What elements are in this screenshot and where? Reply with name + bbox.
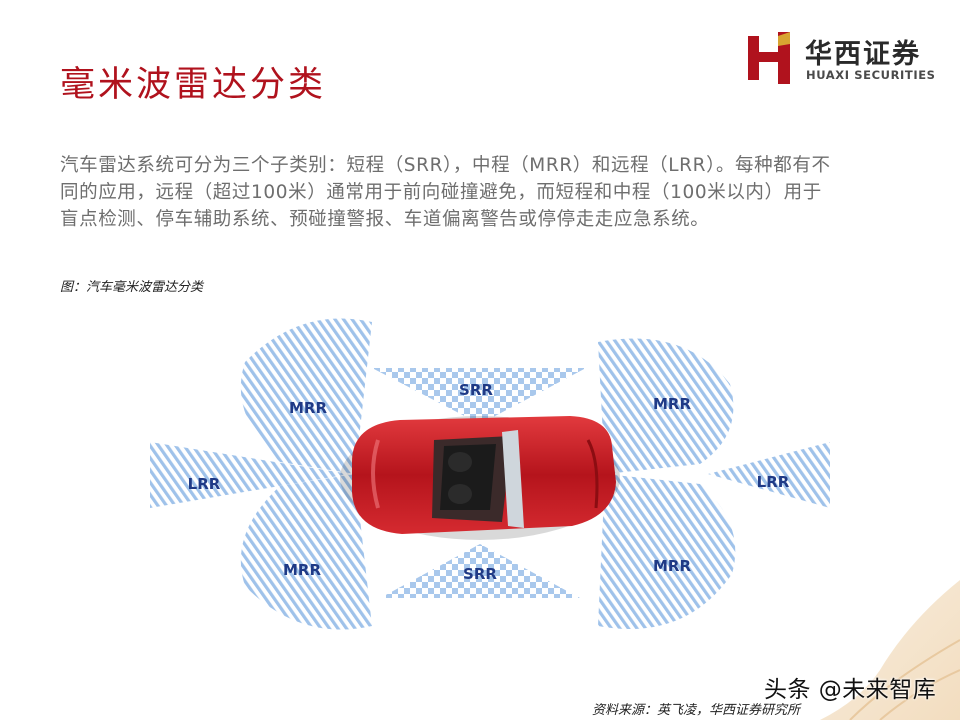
- mrr-zone-bottom-right: [598, 474, 736, 630]
- intro-paragraph: 汽车雷达系统可分为三个子类别：短程（SRR），中程（MRR）和远程（LRR）。每…: [60, 152, 910, 233]
- mrr-zone-bottom-left: [240, 474, 372, 630]
- lrr-label: LRR: [187, 475, 221, 493]
- huaxi-logo-icon: [748, 32, 790, 84]
- radar-zone-diagram: MRR MRR MRR MRR LRR LRR SRR SRR: [140, 312, 840, 630]
- lrr-zone-right: [708, 442, 830, 508]
- wood-grain-decoration: [820, 580, 960, 720]
- lrr-zone-left: [150, 442, 350, 508]
- mrr-zone-top-right: [598, 338, 734, 474]
- srr-zone-bottom: [380, 544, 580, 598]
- srr-zone-top: [372, 368, 586, 424]
- srr-label: SRR: [463, 565, 497, 583]
- company-logo: 华西证券 HUAXI SECURITIES: [748, 30, 948, 86]
- mrr-label: MRR: [282, 561, 322, 579]
- srr-label: SRR: [459, 381, 493, 399]
- logo-name-en: HUAXI SECURITIES: [806, 68, 936, 82]
- paragraph-line: 同的应用，远程（超过100米）通常用于前向碰撞避免，而短程和中程（100米以内）…: [60, 182, 822, 203]
- source-note: 资料来源：英飞凌，华西证券研究所: [592, 703, 801, 718]
- logo-name-cn: 华西证券: [805, 39, 921, 70]
- page-title: 毫米波雷达分类: [60, 65, 327, 105]
- mrr-label: MRR: [288, 399, 328, 417]
- paragraph-line: 盲点检测、停车辅助系统、预碰撞警报、车道偏离警告或停停走走应急系统。: [60, 209, 710, 230]
- radar-diagram-svg: [150, 318, 830, 630]
- lrr-label: LRR: [756, 473, 790, 491]
- paragraph-line: 汽车雷达系统可分为三个子类别：短程（SRR），中程（MRR）和远程（LRR）。每…: [60, 155, 831, 176]
- car-top-view: [340, 416, 620, 540]
- mrr-zone-top-left: [240, 318, 372, 474]
- watermark-text: 头条 @未来智库: [764, 677, 937, 703]
- mrr-label: MRR: [652, 557, 692, 575]
- mrr-label: MRR: [652, 395, 692, 413]
- figure-caption: 图：汽车毫米波雷达分类: [60, 280, 204, 295]
